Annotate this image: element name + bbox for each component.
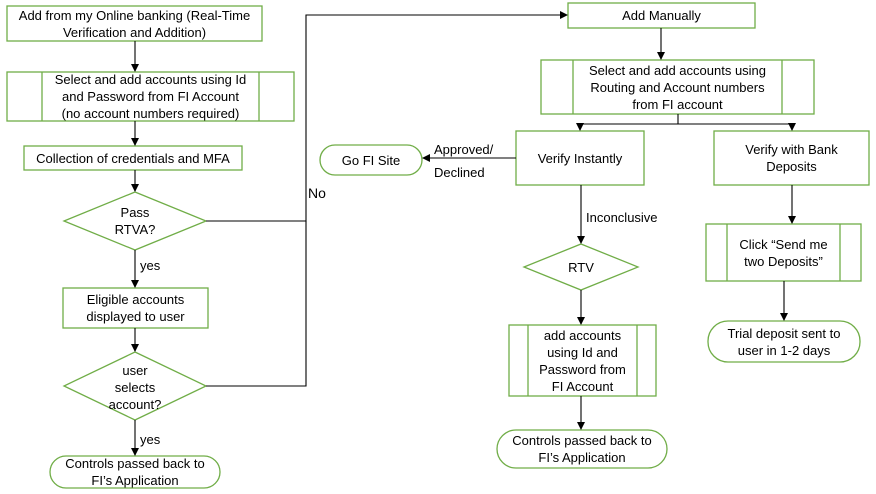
verify-instantly-box [515,130,645,186]
trial-deposit-label: Trial deposit sent to user in 1-2 days [727,325,841,358]
go-fi-site-label: Go FI Site [341,152,401,168]
edge-label-approved-declined: Approved/ Declined [434,142,494,180]
arrow-rtva-no-to-manual [206,11,568,222]
select-routing-label: Select and add accounts using Routing an… [588,62,767,112]
pass-rtva-label: Pass RTVA? [114,205,156,237]
controls-back-mid-label: Controls passed back to FI’s Application [512,433,652,465]
add-manually-label: Add Manually [622,8,701,23]
user-selects-label: user selects account? [108,362,162,412]
controls-back-left-label: Controls passed back to FI’s Application [65,456,205,488]
controls-back-mid-oval [496,429,668,469]
send-two-deposits-box [705,223,862,282]
edge-label-yes-1: yes [140,258,161,273]
online-banking-label: Add from my Online banking (Real-Time Ve… [18,7,251,40]
edge-label-no: No [308,185,326,201]
verify-instantly-label: Verify Instantly [537,150,623,166]
online-banking-box [6,5,263,42]
add-accounts-id-box [508,324,657,397]
edge-label-yes-2: yes [140,432,161,447]
add-manually-box [567,2,756,29]
collect-credentials-label: Collection of credentials and MFA [36,150,230,166]
verify-bank-deposits-box [713,130,870,186]
select-id-password-box [6,71,295,122]
verify-bank-deposits-label: Verify with Bank Deposits [745,142,838,174]
line-selects-no [206,221,307,387]
controls-back-left-oval [49,455,221,489]
rtv-label: RTV [568,259,594,275]
add-accounts-id-label: add accounts using Id and Password from … [539,327,626,394]
trial-deposit-oval [707,320,861,363]
collect-credentials-box [23,145,243,171]
edge-label-inconclusive: Inconclusive [586,210,658,225]
eligible-accounts-label: Eligible accounts displayed to user [86,292,185,324]
arrow-routing-to-verify-instantly [576,114,679,131]
arrow-routing-to-bank-deposits [678,123,796,131]
send-two-deposits-label: Click “Send me two Deposits” [739,236,828,269]
select-id-password-label: Select and add accounts using Id and Pas… [54,72,247,121]
select-routing-box [540,59,815,115]
